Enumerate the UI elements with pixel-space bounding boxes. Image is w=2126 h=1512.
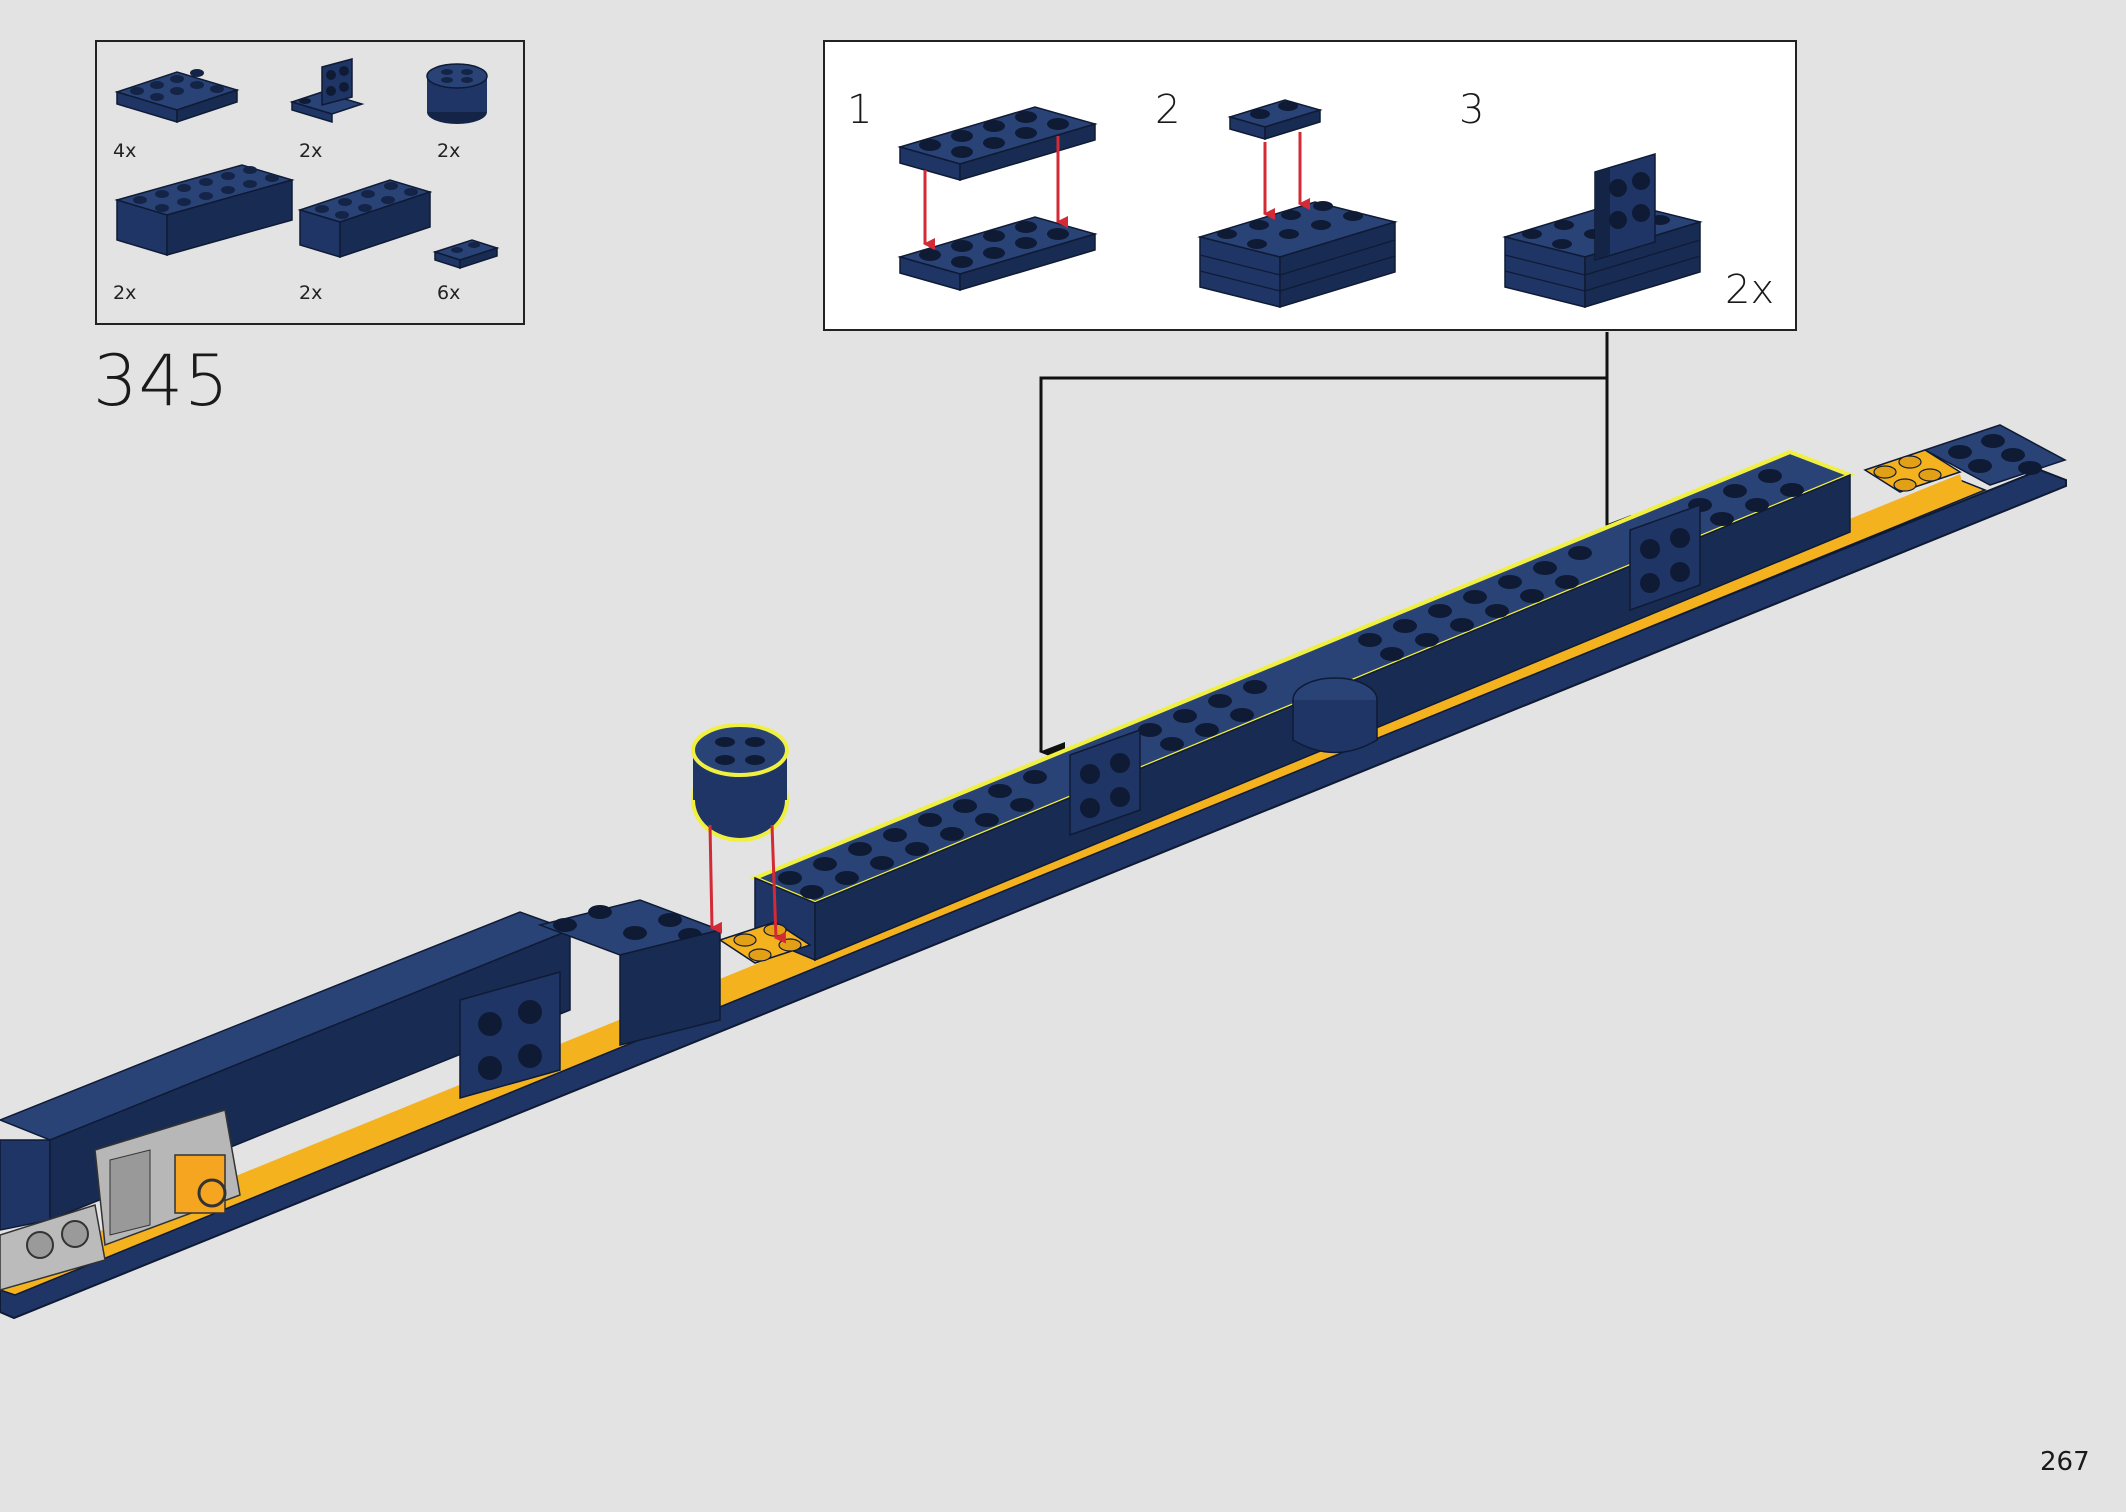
- parts-qty: 2x: [299, 282, 323, 304]
- parts-qty: 2x: [113, 282, 137, 304]
- parts-qty: 4x: [113, 140, 137, 162]
- plate-2x4-icon: [114, 69, 240, 124]
- page-number: 267: [2040, 1447, 2090, 1477]
- brick-2x4-icon: [297, 179, 433, 259]
- substep-3-illustration: [1502, 152, 1703, 309]
- subassembly-box: 1 2 3 2x: [823, 40, 1797, 331]
- step-number: 345: [93, 340, 230, 422]
- substep-label: 2: [1155, 87, 1181, 133]
- parts-list-box: 4x 2x 2x 2x: [95, 40, 525, 325]
- substep-multiplier: 2x: [1725, 267, 1775, 313]
- brick-2x6-icon: [114, 164, 295, 257]
- plate-1x2-icon: [432, 239, 500, 270]
- substep-label: 1: [847, 87, 873, 133]
- bracket-icon: [289, 58, 365, 124]
- parts-qty: 2x: [299, 140, 323, 162]
- parts-qty: 2x: [437, 140, 461, 162]
- substep-2-illustration: [1197, 99, 1398, 309]
- round-brick-icon: [426, 63, 488, 124]
- substep-1-illustration: [897, 106, 1098, 292]
- substep-label: 3: [1459, 87, 1485, 133]
- parts-qty: 6x: [437, 282, 461, 304]
